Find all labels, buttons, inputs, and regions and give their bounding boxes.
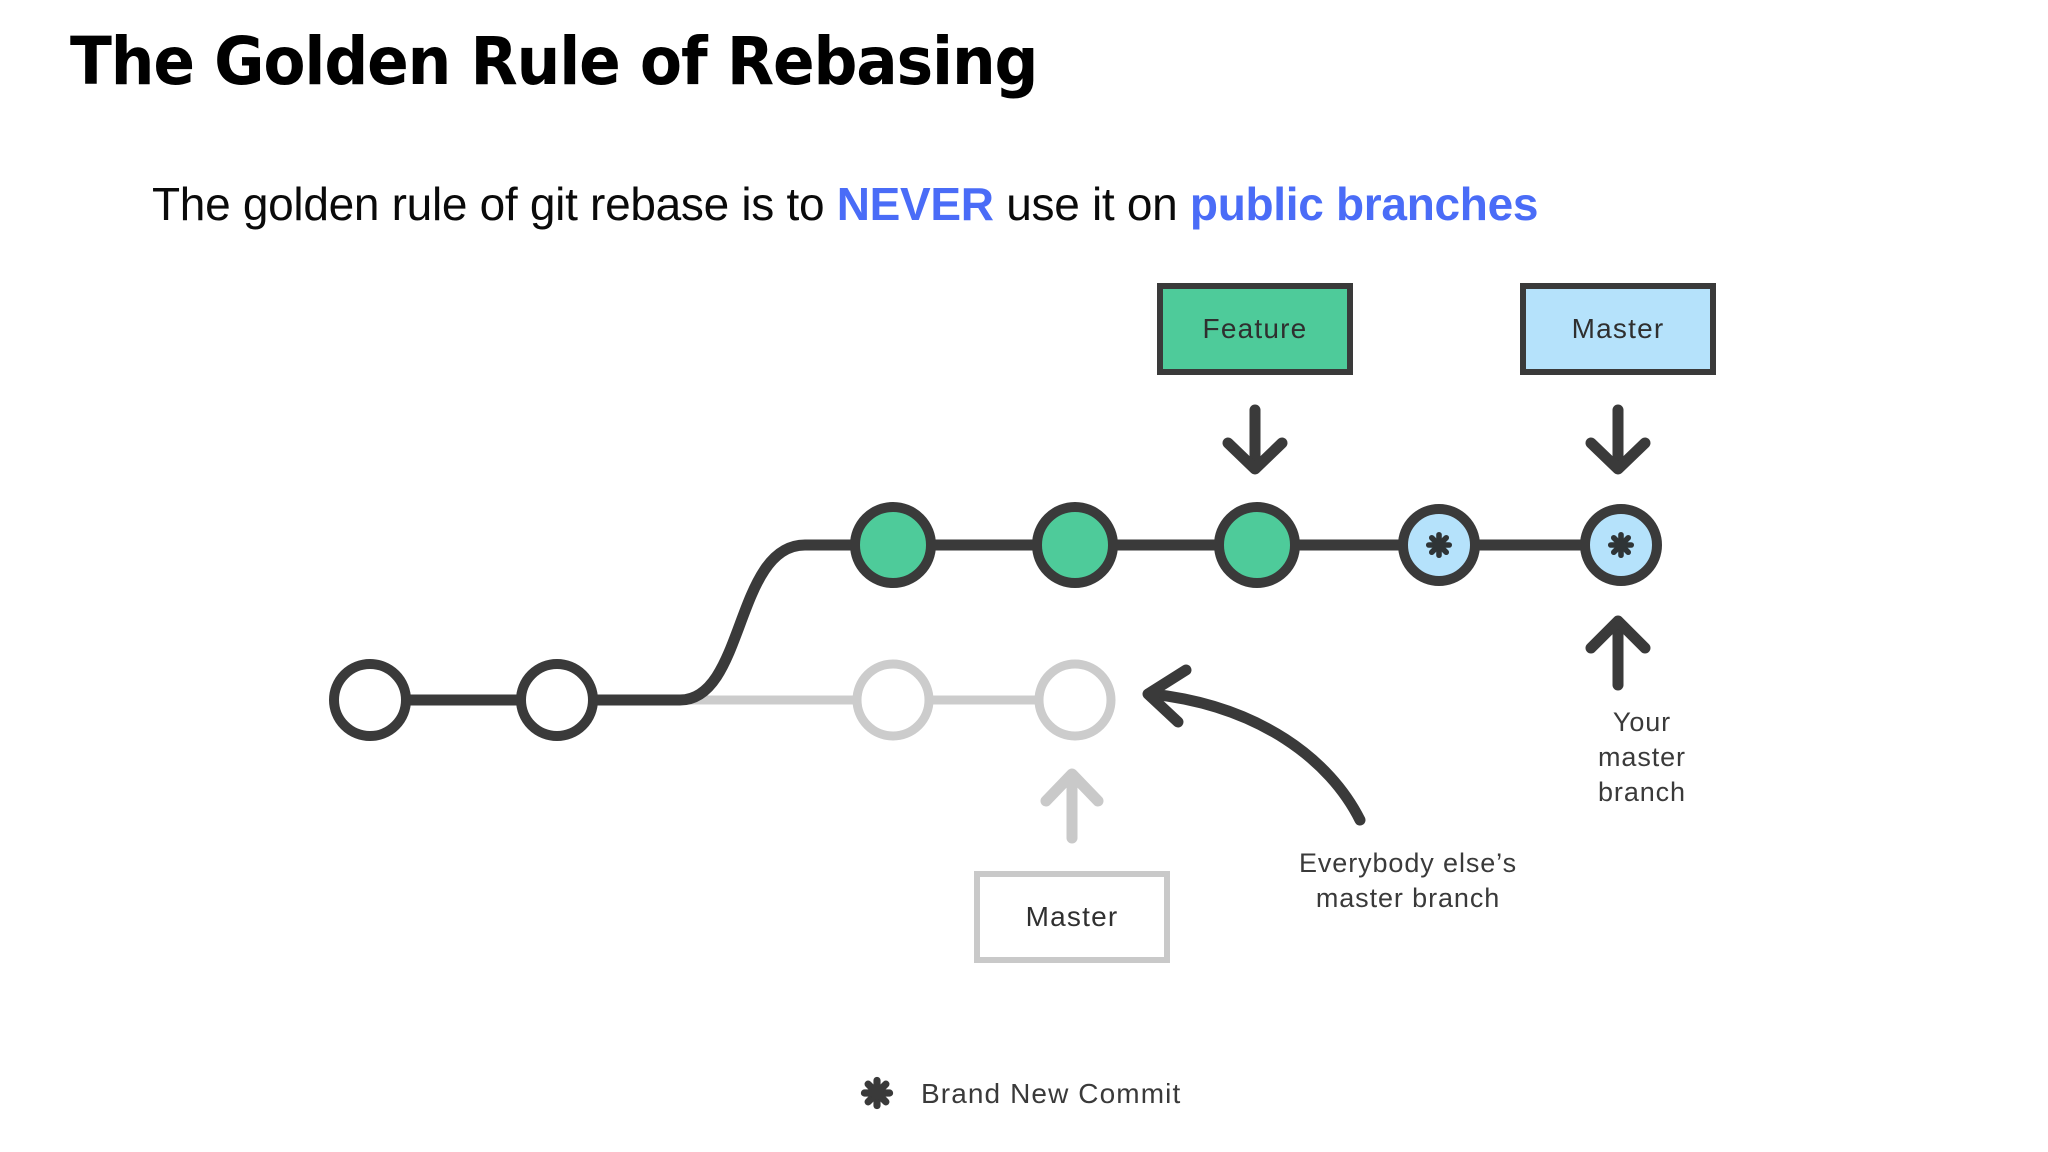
commit-node-faded-3[interactable] xyxy=(852,659,934,741)
subtitle-accent-never: NEVER xyxy=(836,178,994,230)
arrow-up-your-master-icon xyxy=(1585,615,1651,691)
label-box-feature-text: Feature xyxy=(1202,313,1308,344)
annotation-yours-line-2: master xyxy=(1598,742,1686,773)
annotation-everybody-else: Everybody else’s master branch xyxy=(1258,846,1558,916)
legend-icon-spacer xyxy=(855,1072,899,1116)
label-box-master-bottom[interactable]: Master xyxy=(974,871,1170,963)
commit-node-faded-4[interactable] xyxy=(1034,659,1116,741)
annotation-your-master-branch: Your master branch xyxy=(1552,705,1732,810)
annotation-everybody-line-2: master branch xyxy=(1315,883,1501,914)
commit-node-new-1[interactable] xyxy=(1398,504,1480,586)
annotation-everybody-line-1: Everybody else’s xyxy=(1298,848,1517,878)
subtitle: The golden rule of git rebase is to NEVE… xyxy=(152,178,1538,231)
subtitle-part-2: use it on xyxy=(993,178,1190,230)
label-box-master-top[interactable]: Master xyxy=(1520,283,1716,375)
asterisk-icon xyxy=(1425,531,1453,559)
arrow-down-feature-icon xyxy=(1222,404,1288,475)
annotation-yours-line-3: branch xyxy=(1598,777,1686,808)
commit-node-feature-1[interactable] xyxy=(850,502,936,588)
subtitle-accent-public-branches: public branches xyxy=(1189,178,1539,230)
commit-node-new-2[interactable] xyxy=(1580,504,1662,586)
commit-node-feature-3[interactable] xyxy=(1214,502,1300,588)
label-box-master-bottom-text: Master xyxy=(1025,901,1119,932)
commit-node-base-1[interactable] xyxy=(329,659,411,741)
legend: Brand New Commit xyxy=(855,1072,1181,1116)
page-title: The Golden Rule of Rebasing xyxy=(70,23,1038,100)
arrow-down-master-icon xyxy=(1585,404,1651,475)
annotation-yours-line-1: Your xyxy=(1612,707,1672,737)
commit-node-base-2[interactable] xyxy=(516,659,598,741)
arrow-curved-everybody-else-icon xyxy=(1142,664,1366,826)
commit-node-feature-2[interactable] xyxy=(1032,502,1118,588)
label-box-master-top-text: Master xyxy=(1571,313,1665,344)
asterisk-icon xyxy=(1607,531,1635,559)
subtitle-part-1: The golden rule of git rebase is to xyxy=(152,178,837,230)
branch-line-master-original xyxy=(364,539,899,706)
legend-label: Brand New Commit xyxy=(921,1078,1182,1109)
arrow-up-master-bottom-icon xyxy=(1040,768,1104,844)
label-box-feature[interactable]: Feature xyxy=(1157,283,1353,375)
